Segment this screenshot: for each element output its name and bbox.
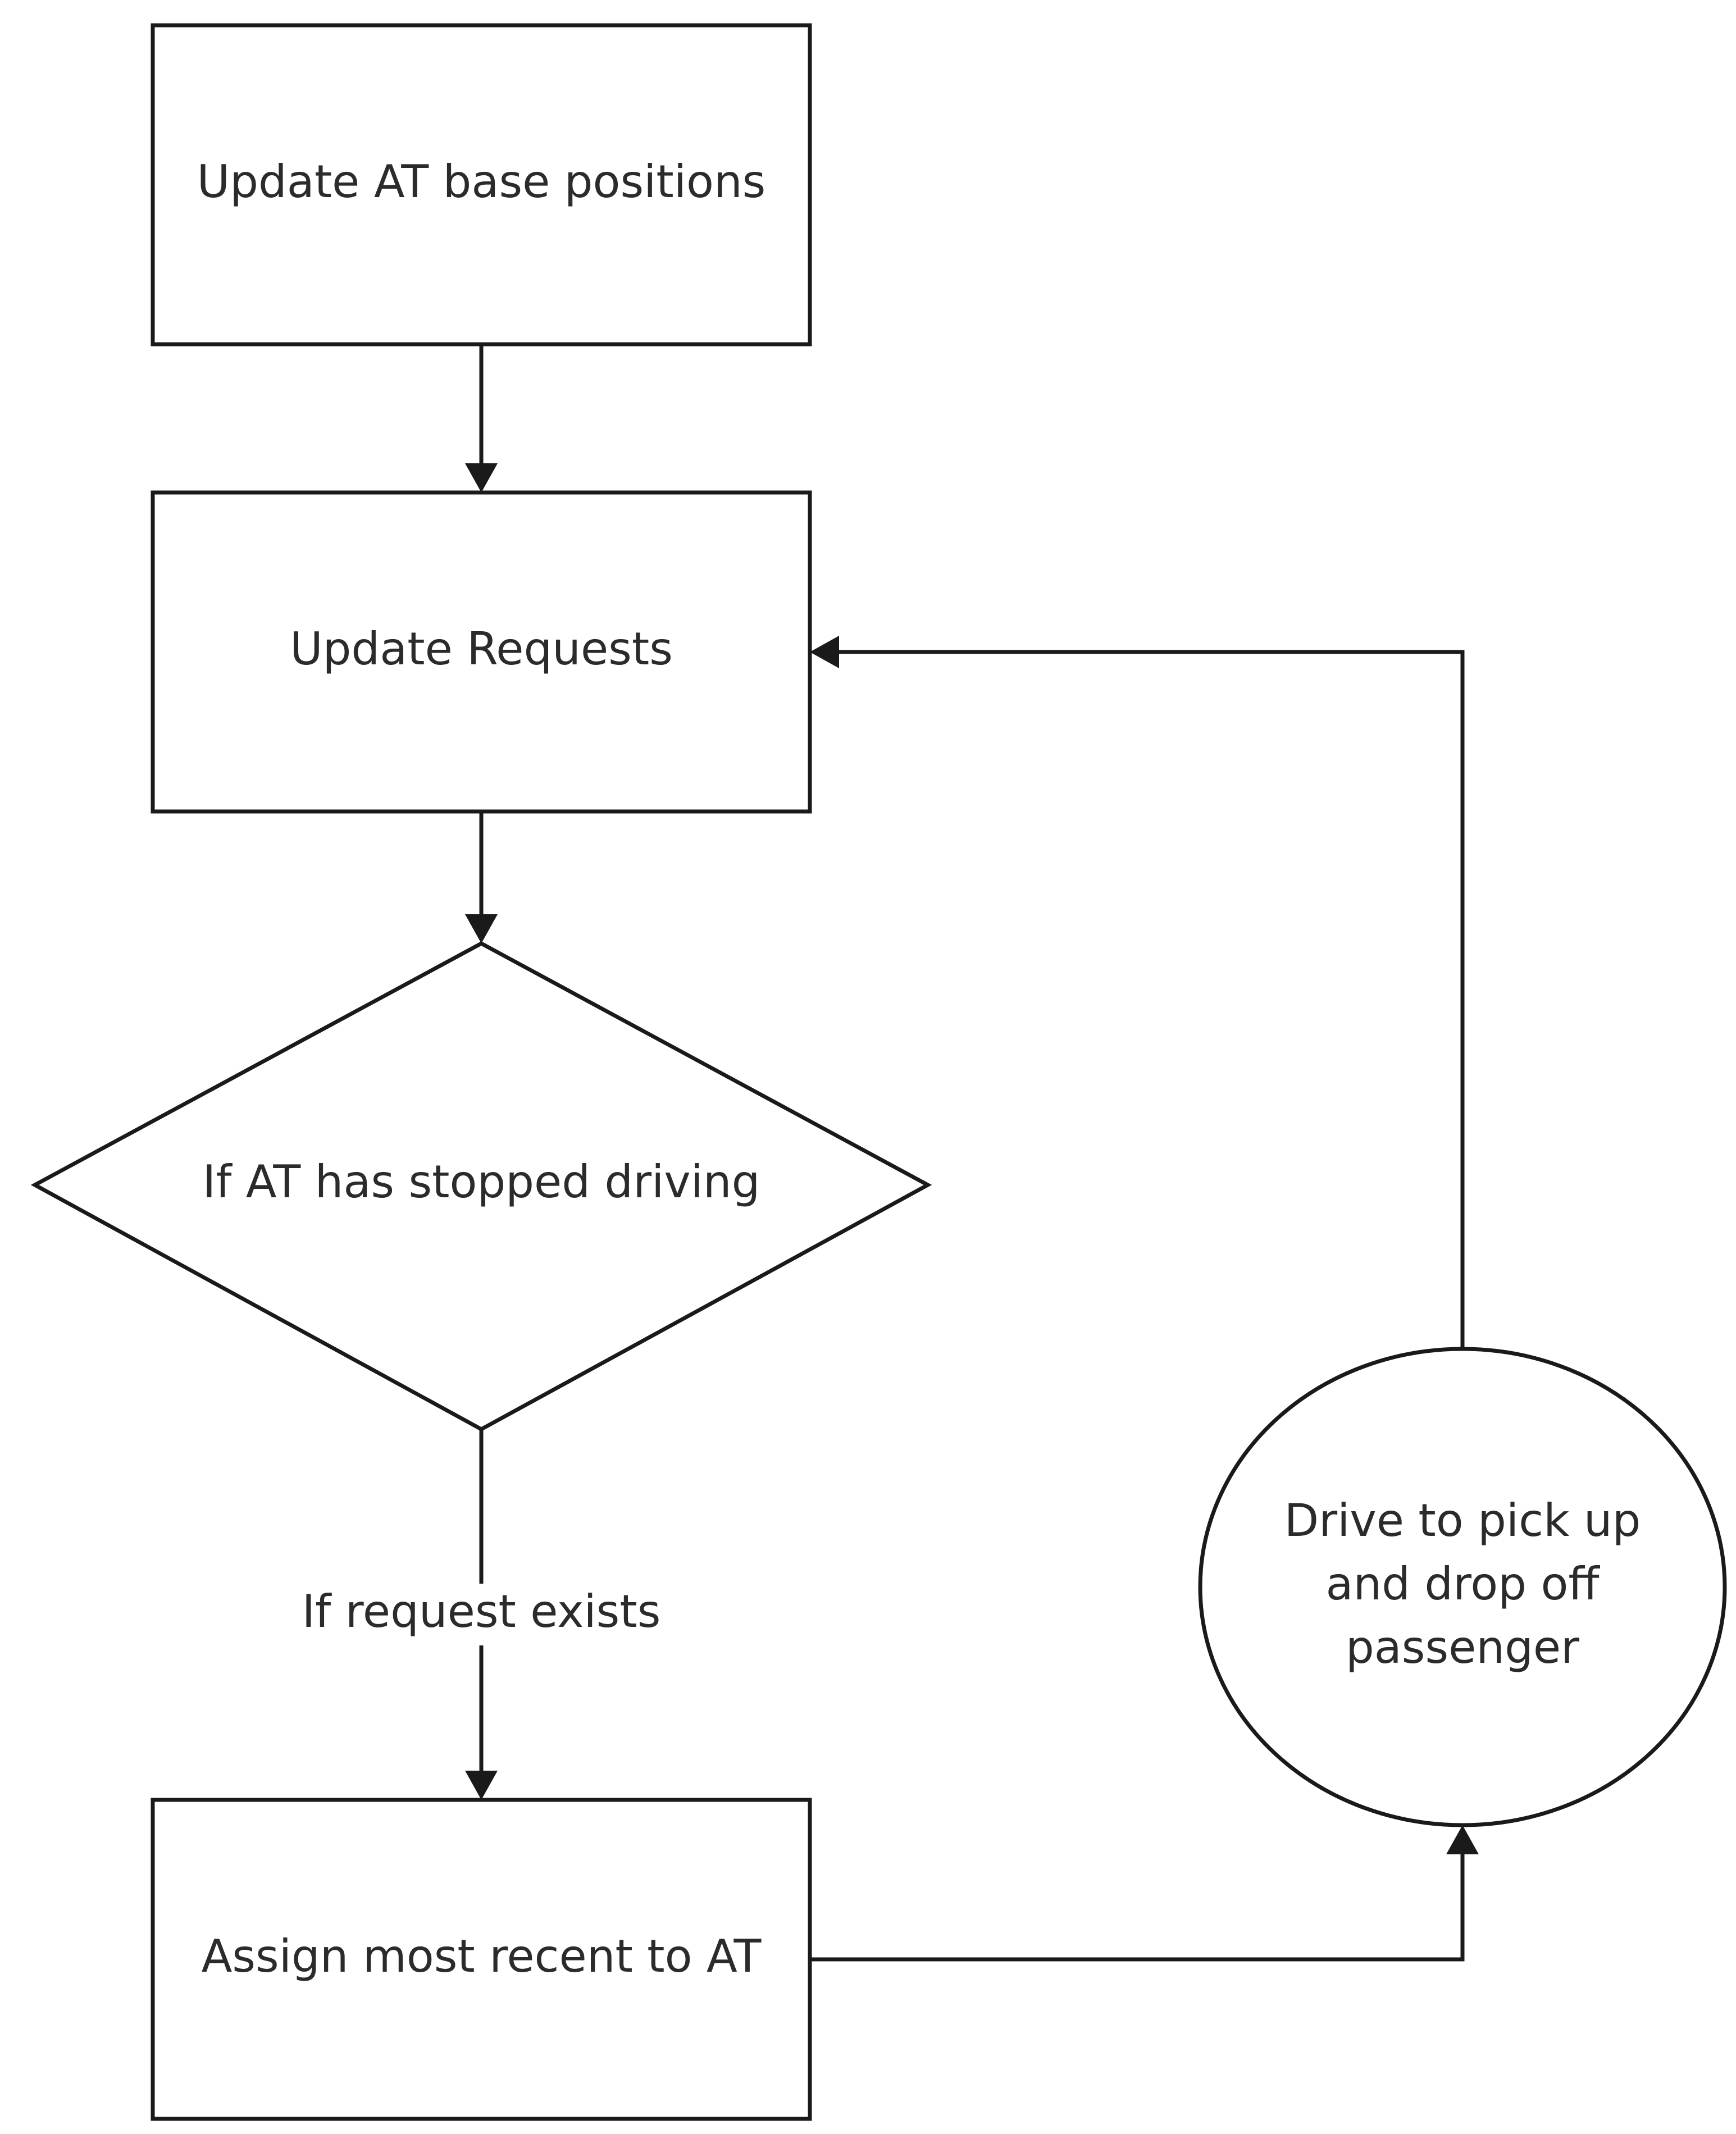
edge-requests-to-decision: [465, 811, 498, 943]
assign-label: Assign most recent to AT: [202, 1930, 762, 1982]
edge-drive-to-requests-arrow: [810, 636, 839, 668]
edge-assign-to-drive-arrow: [1446, 1825, 1479, 1854]
update-requests-label: Update Requests: [290, 623, 673, 675]
edge-label-background: [281, 1584, 682, 1645]
node-update-base-positions: Update AT base positions: [151, 23, 812, 346]
edge-decision-to-assign-arrow: [465, 1771, 498, 1800]
drive-label-line-3: passenger: [1346, 1621, 1579, 1674]
edge-assign-to-drive-line: [810, 1849, 1465, 1962]
drive-label-line-1: Drive to pick up: [1284, 1494, 1641, 1547]
node-assign: Assign most recent to AT: [151, 1798, 812, 2121]
node-decision: If AT has stopped driving: [30, 941, 932, 1431]
edge-decision-to-assign-label: If request exists: [302, 1585, 661, 1638]
edge-assign-to-drive: [810, 1825, 1479, 1962]
update-requests-box: [151, 490, 812, 814]
node-update-requests: Update Requests: [151, 490, 812, 814]
edge-decision-to-assign: If request exists: [281, 1429, 682, 1800]
update-base-positions-label: Update AT base positions: [197, 156, 766, 208]
edge-drive-to-requests: [810, 636, 1465, 1349]
assign-box: [151, 1798, 812, 2121]
decision-label: If AT has stopped driving: [203, 1156, 760, 1208]
edge-base-to-requests-arrow: [465, 463, 498, 493]
drive-label-line-2: and drop off: [1325, 1558, 1600, 1610]
edge-base-to-requests: [465, 344, 498, 493]
edge-requests-to-decision-arrow: [465, 914, 498, 943]
edge-drive-to-requests-line: [833, 650, 1465, 1349]
update-base-positions-box: [151, 23, 812, 346]
node-drive: Drive to pick up and drop off passenger: [1198, 1347, 1727, 1827]
